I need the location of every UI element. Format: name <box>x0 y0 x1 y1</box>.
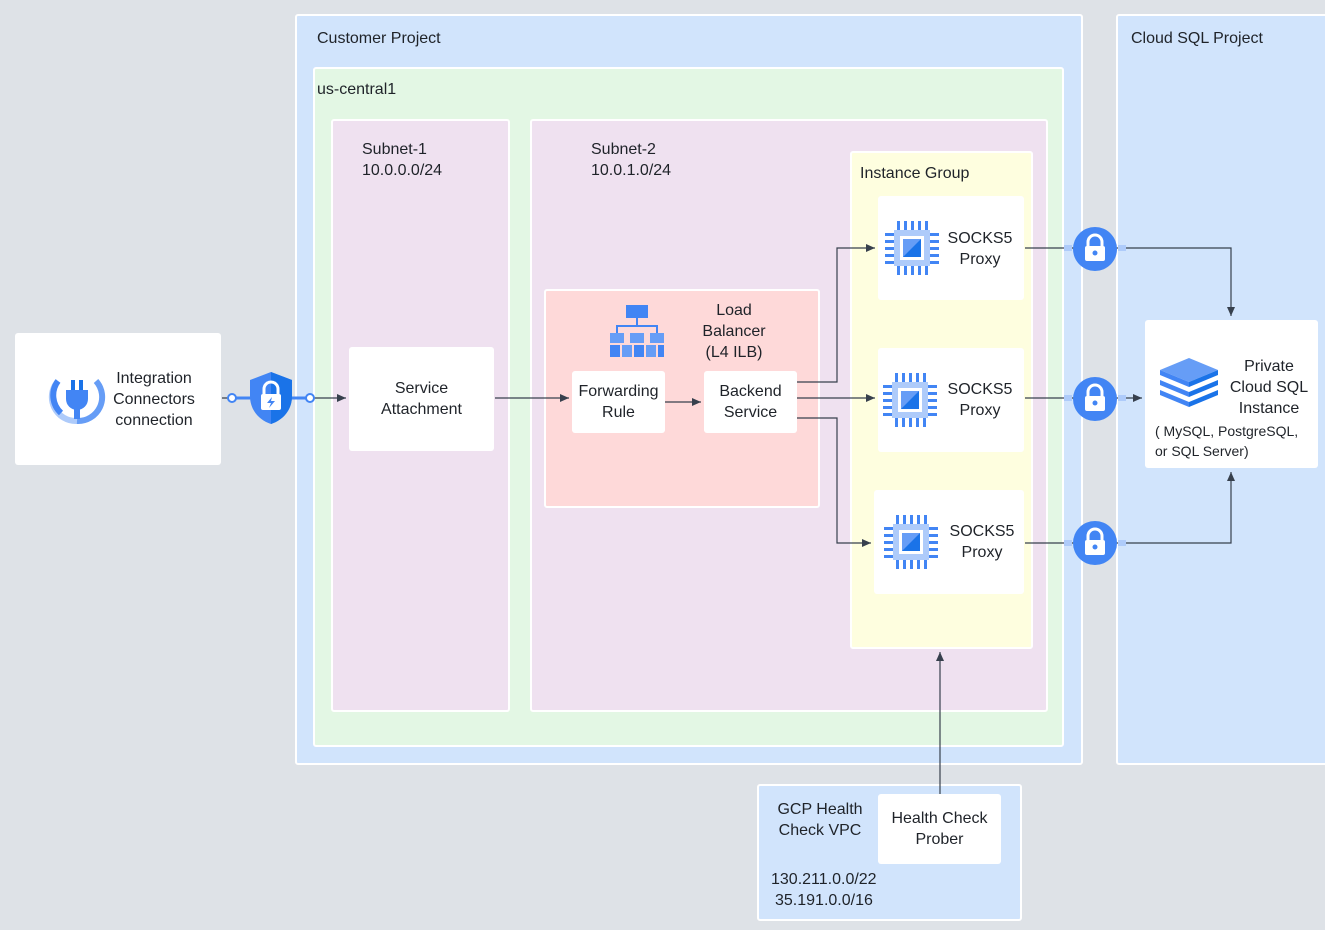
health-check-prober-line2: Prober <box>915 831 964 848</box>
cloud-sql-note1: ( MySQL, PostgreSQL, <box>1155 423 1299 439</box>
arrow-proxy-1-to-sql <box>1025 247 1235 316</box>
forwarding-rule-line1: Forwarding <box>578 383 659 400</box>
integration-line1: Integration <box>116 370 192 387</box>
forwarding-rule-card[interactable]: Forwarding Rule <box>572 371 665 433</box>
health-check-ranges: 130.211.0.0/22 35.191.0.0/16 <box>771 869 877 911</box>
instance-group-title: Instance Group <box>860 165 970 182</box>
subnet-2-name: Subnet-2 <box>591 141 656 158</box>
region-label: us-central1 <box>317 81 397 98</box>
health-range-2: 35.191.0.0/16 <box>775 892 873 909</box>
compute-chip-icon <box>885 221 939 275</box>
plug-icon <box>48 378 106 425</box>
proxy-3-line1: SOCKS5 <box>949 523 1015 540</box>
compute-chip-icon <box>884 515 938 569</box>
gcp-health-check-vpc-label: GCP Health Check VPC <box>766 799 874 841</box>
lock-icon <box>1073 227 1117 271</box>
health-range-1: 130.211.0.0/22 <box>771 871 877 888</box>
load-balancer-line2: Balancer <box>702 323 766 340</box>
integration-label: Integration Connectors connection <box>105 368 203 431</box>
backend-service-line2: Service <box>723 404 778 421</box>
cloud-sql-line2: Cloud SQL <box>1229 379 1309 396</box>
integration-connectors-card[interactable]: Integration Connectors connection <box>15 333 221 465</box>
arrow-backend-to-proxy-1 <box>797 244 875 383</box>
customer-project-title: Customer Project <box>317 30 441 47</box>
socks5-proxy-card-1[interactable]: SOCKS5 Proxy <box>878 196 1024 300</box>
cloud-sql-note2: or SQL Server) <box>1155 443 1249 459</box>
cloud-sql-label: Private Cloud SQL Instance <box>1223 356 1315 419</box>
gcp-health-line1: GCP Health <box>777 801 863 818</box>
cloud-sql-project-title: Cloud SQL Project <box>1131 30 1263 47</box>
proxy-1-line2: Proxy <box>959 251 1001 268</box>
proxy-3-label: SOCKS5 Proxy <box>944 521 1020 563</box>
compute-chip-icon <box>883 373 937 427</box>
arrow-proxy-3-to-sql <box>1025 472 1235 544</box>
private-cloud-sql-card[interactable]: Private Cloud SQL Instance ( MySQL, Post… <box>1145 320 1318 468</box>
backend-service-card[interactable]: Backend Service <box>704 371 797 433</box>
load-balancer-line3: (L4 ILB) <box>705 344 763 361</box>
service-attachment-card[interactable]: Service Attachment <box>349 347 494 451</box>
lock-icon <box>1073 521 1117 565</box>
socks5-proxy-card-2[interactable]: SOCKS5 Proxy <box>878 348 1024 452</box>
subnet-1-cidr: 10.0.0.0/24 <box>362 162 443 179</box>
load-balancer-line1: Load <box>716 302 752 319</box>
load-balancer-label: Load Balancer (L4 ILB) <box>694 300 774 363</box>
proxy-2-line2: Proxy <box>959 402 1001 419</box>
cloud-sql-line3: Instance <box>1238 400 1300 417</box>
service-attachment-line2: Attachment <box>381 401 462 418</box>
proxy-1-line1: SOCKS5 <box>947 230 1013 247</box>
proxy-1-label: SOCKS5 Proxy <box>942 228 1018 270</box>
forwarding-rule-line2: Rule <box>602 404 635 421</box>
arrow-backend-to-proxy-3 <box>797 417 871 547</box>
integration-line2: Connectors <box>113 391 195 408</box>
proxy-3-line2: Proxy <box>961 544 1003 561</box>
health-check-prober-card[interactable]: Health Check Prober <box>878 794 1001 864</box>
service-attachment-line1: Service <box>394 380 449 397</box>
proxy-2-line1: SOCKS5 <box>947 381 1013 398</box>
cloud-sql-engines-note: ( MySQL, PostgreSQL, or SQL Server) <box>1155 421 1298 461</box>
load-balancer-icon <box>610 305 664 357</box>
gcp-health-line2: Check VPC <box>778 822 862 839</box>
health-check-prober-line1: Health Check <box>891 810 988 827</box>
subnet-2-label: Subnet-2 10.0.1.0/24 <box>591 139 671 181</box>
cloud-sql-line1: Private <box>1244 358 1294 375</box>
backend-service-line1: Backend <box>719 383 782 400</box>
subnet-1-name: Subnet-1 <box>362 141 427 158</box>
integration-line3: connection <box>115 412 193 429</box>
database-stack-icon <box>1160 358 1218 407</box>
subnet-2-cidr: 10.0.1.0/24 <box>591 162 672 179</box>
subnet-1-label: Subnet-1 10.0.0.0/24 <box>362 139 442 181</box>
socks5-proxy-card-3[interactable]: SOCKS5 Proxy <box>874 490 1024 594</box>
proxy-2-label: SOCKS5 Proxy <box>942 379 1018 421</box>
lock-icon <box>1073 377 1117 421</box>
shield-lock-icon <box>250 372 292 424</box>
